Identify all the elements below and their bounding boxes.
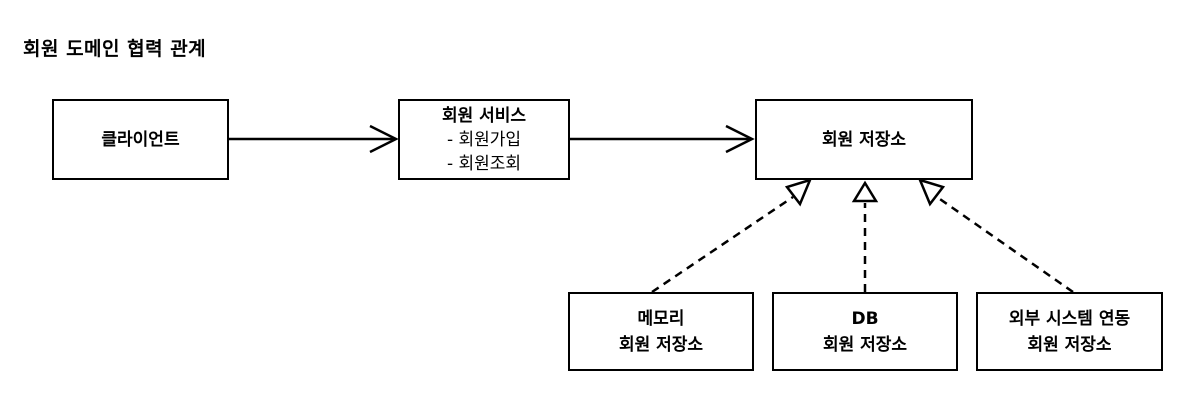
db-repository-box: DB 회원 저장소 <box>772 292 958 371</box>
external-repository-line1: 외부 시스템 연동 <box>1008 308 1131 329</box>
db-repository-line1: DB <box>851 308 879 329</box>
member-repository-box: 회원 저장소 <box>755 99 973 180</box>
member-service-title: 회원 서비스 <box>441 105 527 126</box>
external-repository-line2: 회원 저장소 <box>1027 334 1112 355</box>
realization-db-to-repository <box>851 180 879 292</box>
member-service-item-lookup: - 회원조회 <box>446 153 522 174</box>
member-repository-label: 회원 저장소 <box>821 129 907 150</box>
realization-memory-to-repository <box>651 178 813 294</box>
arrow-service-to-repository <box>570 124 755 154</box>
diagram-title: 회원 도메인 협력 관계 <box>23 38 207 60</box>
memory-repository-line1: 메모리 <box>637 308 685 329</box>
memory-repository-line2: 회원 저장소 <box>618 334 704 355</box>
member-service-box: 회원 서비스 - 회원가입 - 회원조회 <box>398 99 570 180</box>
memory-repository-box: 메모리 회원 저장소 <box>568 292 754 371</box>
client-box: 클라이언트 <box>52 99 229 180</box>
member-service-item-join: - 회원가입 <box>446 129 522 150</box>
db-repository-line2: 회원 저장소 <box>822 334 908 355</box>
realization-external-to-repository <box>917 178 1074 294</box>
external-repository-box: 외부 시스템 연동 회원 저장소 <box>976 292 1163 371</box>
client-label: 클라이언트 <box>101 129 180 150</box>
arrow-client-to-service <box>229 124 399 154</box>
